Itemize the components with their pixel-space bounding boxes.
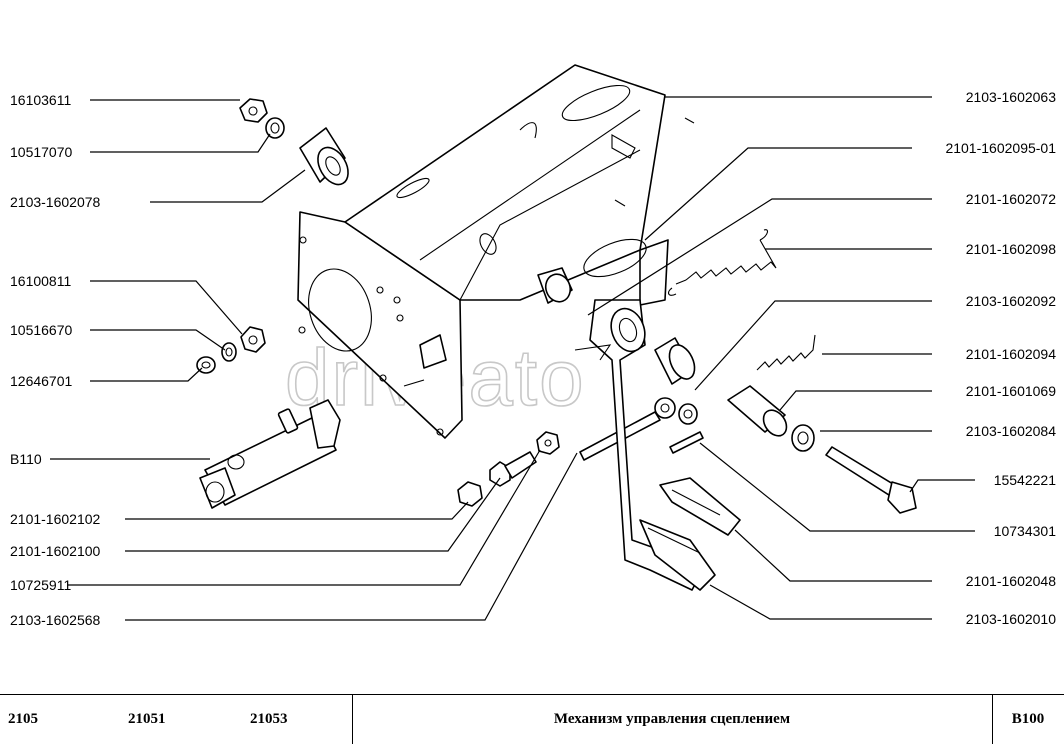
pin-icon bbox=[669, 431, 704, 454]
washer-icon bbox=[265, 117, 285, 139]
master-cylinder-icon bbox=[199, 399, 341, 509]
part-label: 10725911 bbox=[10, 577, 71, 593]
washer-icon bbox=[678, 403, 698, 425]
pedal-bracket bbox=[297, 64, 695, 439]
model-label: 21053 bbox=[250, 711, 288, 727]
part-label: 2101-1602102 bbox=[10, 511, 101, 527]
divider bbox=[352, 695, 353, 744]
part-label: 2103-1602092 bbox=[966, 293, 1057, 309]
spring-icon bbox=[756, 334, 816, 371]
washer-icon bbox=[791, 424, 815, 452]
divider bbox=[992, 695, 993, 744]
leader-lines-left bbox=[50, 99, 578, 621]
hex-nut-icon bbox=[239, 98, 268, 123]
page-code: B100 bbox=[1011, 711, 1045, 727]
part-label: 2103-1602078 bbox=[10, 194, 101, 210]
part-label: 2103-1602084 bbox=[966, 423, 1057, 439]
hex-nut-icon bbox=[240, 326, 266, 353]
bushing-icon bbox=[299, 127, 349, 186]
part-label: 2103-1602010 bbox=[966, 611, 1057, 627]
part-label: 12646701 bbox=[10, 373, 73, 389]
model-label: 2105 bbox=[8, 711, 38, 727]
parts-diagram: driveato bbox=[10, 64, 1057, 628]
part-label: 2101-1602098 bbox=[966, 241, 1057, 257]
hex-nut-icon bbox=[536, 431, 560, 455]
spring-icon bbox=[667, 229, 777, 296]
part-label: 2101-1602100 bbox=[10, 543, 101, 559]
bolt-icon bbox=[825, 446, 917, 514]
page-title: Механизм управления сцеплением bbox=[553, 711, 791, 727]
washer-icon bbox=[221, 342, 237, 362]
title-block: 2105 21051 21053 Механизм управления сце… bbox=[0, 694, 1064, 744]
model-label: 21051 bbox=[128, 711, 166, 727]
bushing-icon bbox=[654, 337, 696, 385]
part-label: 2103-1602568 bbox=[10, 612, 101, 628]
part-label: 2101-1601069 bbox=[966, 383, 1057, 399]
part-label: 2101-1602094 bbox=[966, 346, 1057, 362]
part-label: 2101-1602072 bbox=[966, 191, 1057, 207]
hex-nut-icon bbox=[457, 481, 483, 507]
part-label: 16103611 bbox=[10, 92, 71, 108]
part-label: 10516670 bbox=[10, 322, 73, 338]
part-label: 16100811 bbox=[10, 273, 71, 289]
part-label: 2101-1602095-01 bbox=[945, 140, 1056, 156]
part-label: 2103-1602063 bbox=[966, 89, 1057, 105]
bolt-icon bbox=[489, 451, 537, 487]
part-label: 10517070 bbox=[10, 144, 73, 160]
bushing-icon bbox=[727, 385, 788, 437]
push-rod bbox=[579, 397, 676, 461]
part-label: 2101-1602048 bbox=[966, 573, 1057, 589]
part-label: B110 bbox=[10, 451, 42, 467]
part-label: 10734301 bbox=[994, 523, 1057, 539]
leader-lines-right bbox=[587, 96, 975, 620]
pedal-icon bbox=[574, 299, 741, 591]
part-label: 15542221 bbox=[994, 472, 1057, 488]
